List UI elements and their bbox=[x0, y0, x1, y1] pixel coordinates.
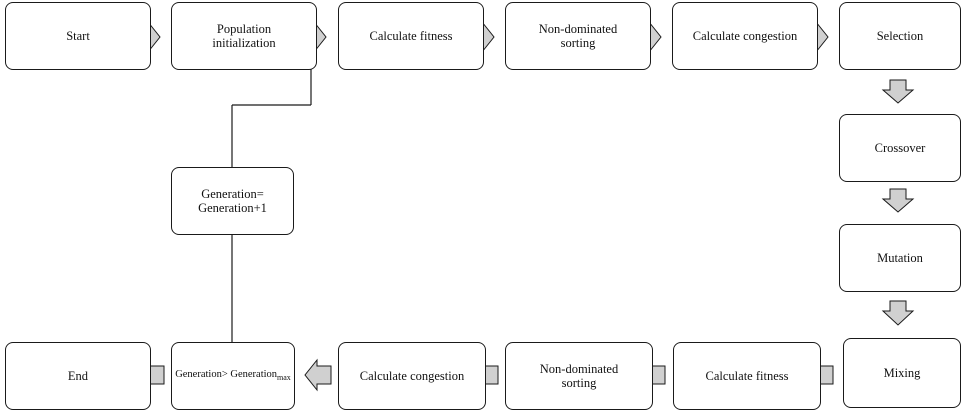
mixing-label: Mixing bbox=[883, 366, 921, 380]
generation-check-node: Generation> Generationmax bbox=[171, 342, 295, 410]
calculate-fitness-label-bottom: Calculate fitness bbox=[705, 369, 789, 383]
population-label-line2: initialization bbox=[212, 36, 276, 50]
nds-bottom-label-line2: sorting bbox=[561, 376, 597, 390]
nds-bottom-label-line1: Non-dominated bbox=[539, 362, 619, 376]
calculate-congestion-label-top: Calculate congestion bbox=[692, 29, 798, 43]
population-label-line1: Population bbox=[216, 22, 272, 36]
generation-check-label: Generation> Generationmax bbox=[175, 368, 291, 385]
selection-label: Selection bbox=[876, 29, 924, 43]
calculate-congestion-label-bottom: Calculate congestion bbox=[359, 369, 465, 383]
arrow-congestion-to-check bbox=[304, 358, 332, 392]
selection-node: Selection bbox=[839, 2, 961, 70]
calculate-fitness-node-bottom: Calculate fitness bbox=[673, 342, 821, 410]
generation-increment-node: Generation= Generation+1 bbox=[171, 167, 294, 235]
calculate-fitness-label-top: Calculate fitness bbox=[369, 29, 453, 43]
nds-top-label-line2: sorting bbox=[560, 36, 596, 50]
calculate-congestion-node-top: Calculate congestion bbox=[672, 2, 818, 70]
generation-increment-line1: Generation= bbox=[201, 187, 264, 201]
calculate-fitness-node-top: Calculate fitness bbox=[338, 2, 484, 70]
end-node: End bbox=[5, 342, 151, 410]
mixing-node: Mixing bbox=[843, 338, 961, 408]
start-label: Start bbox=[66, 29, 90, 43]
non-dominated-sorting-node-top: Non-dominated sorting bbox=[505, 2, 651, 70]
mutation-label: Mutation bbox=[877, 251, 923, 265]
calculate-congestion-node-bottom: Calculate congestion bbox=[338, 342, 486, 410]
crossover-node: Crossover bbox=[839, 114, 961, 182]
nds-top-label-line1: Non-dominated bbox=[538, 22, 618, 36]
arrow-mutation-to-mixing bbox=[881, 300, 915, 326]
arrow-crossover-to-mutation bbox=[881, 188, 915, 213]
population-initialization-node: Population initialization bbox=[171, 2, 317, 70]
generation-check-prefix: Generation> Generation bbox=[175, 368, 278, 380]
mutation-node: Mutation bbox=[839, 224, 961, 292]
generation-check-subscript: max bbox=[277, 372, 291, 382]
arrow-selection-to-crossover bbox=[881, 79, 915, 104]
generation-increment-line2: Generation+1 bbox=[198, 201, 267, 215]
end-label: End bbox=[67, 369, 89, 383]
non-dominated-sorting-node-bottom: Non-dominated sorting bbox=[505, 342, 653, 410]
start-node: Start bbox=[5, 2, 151, 70]
crossover-label: Crossover bbox=[874, 141, 926, 155]
